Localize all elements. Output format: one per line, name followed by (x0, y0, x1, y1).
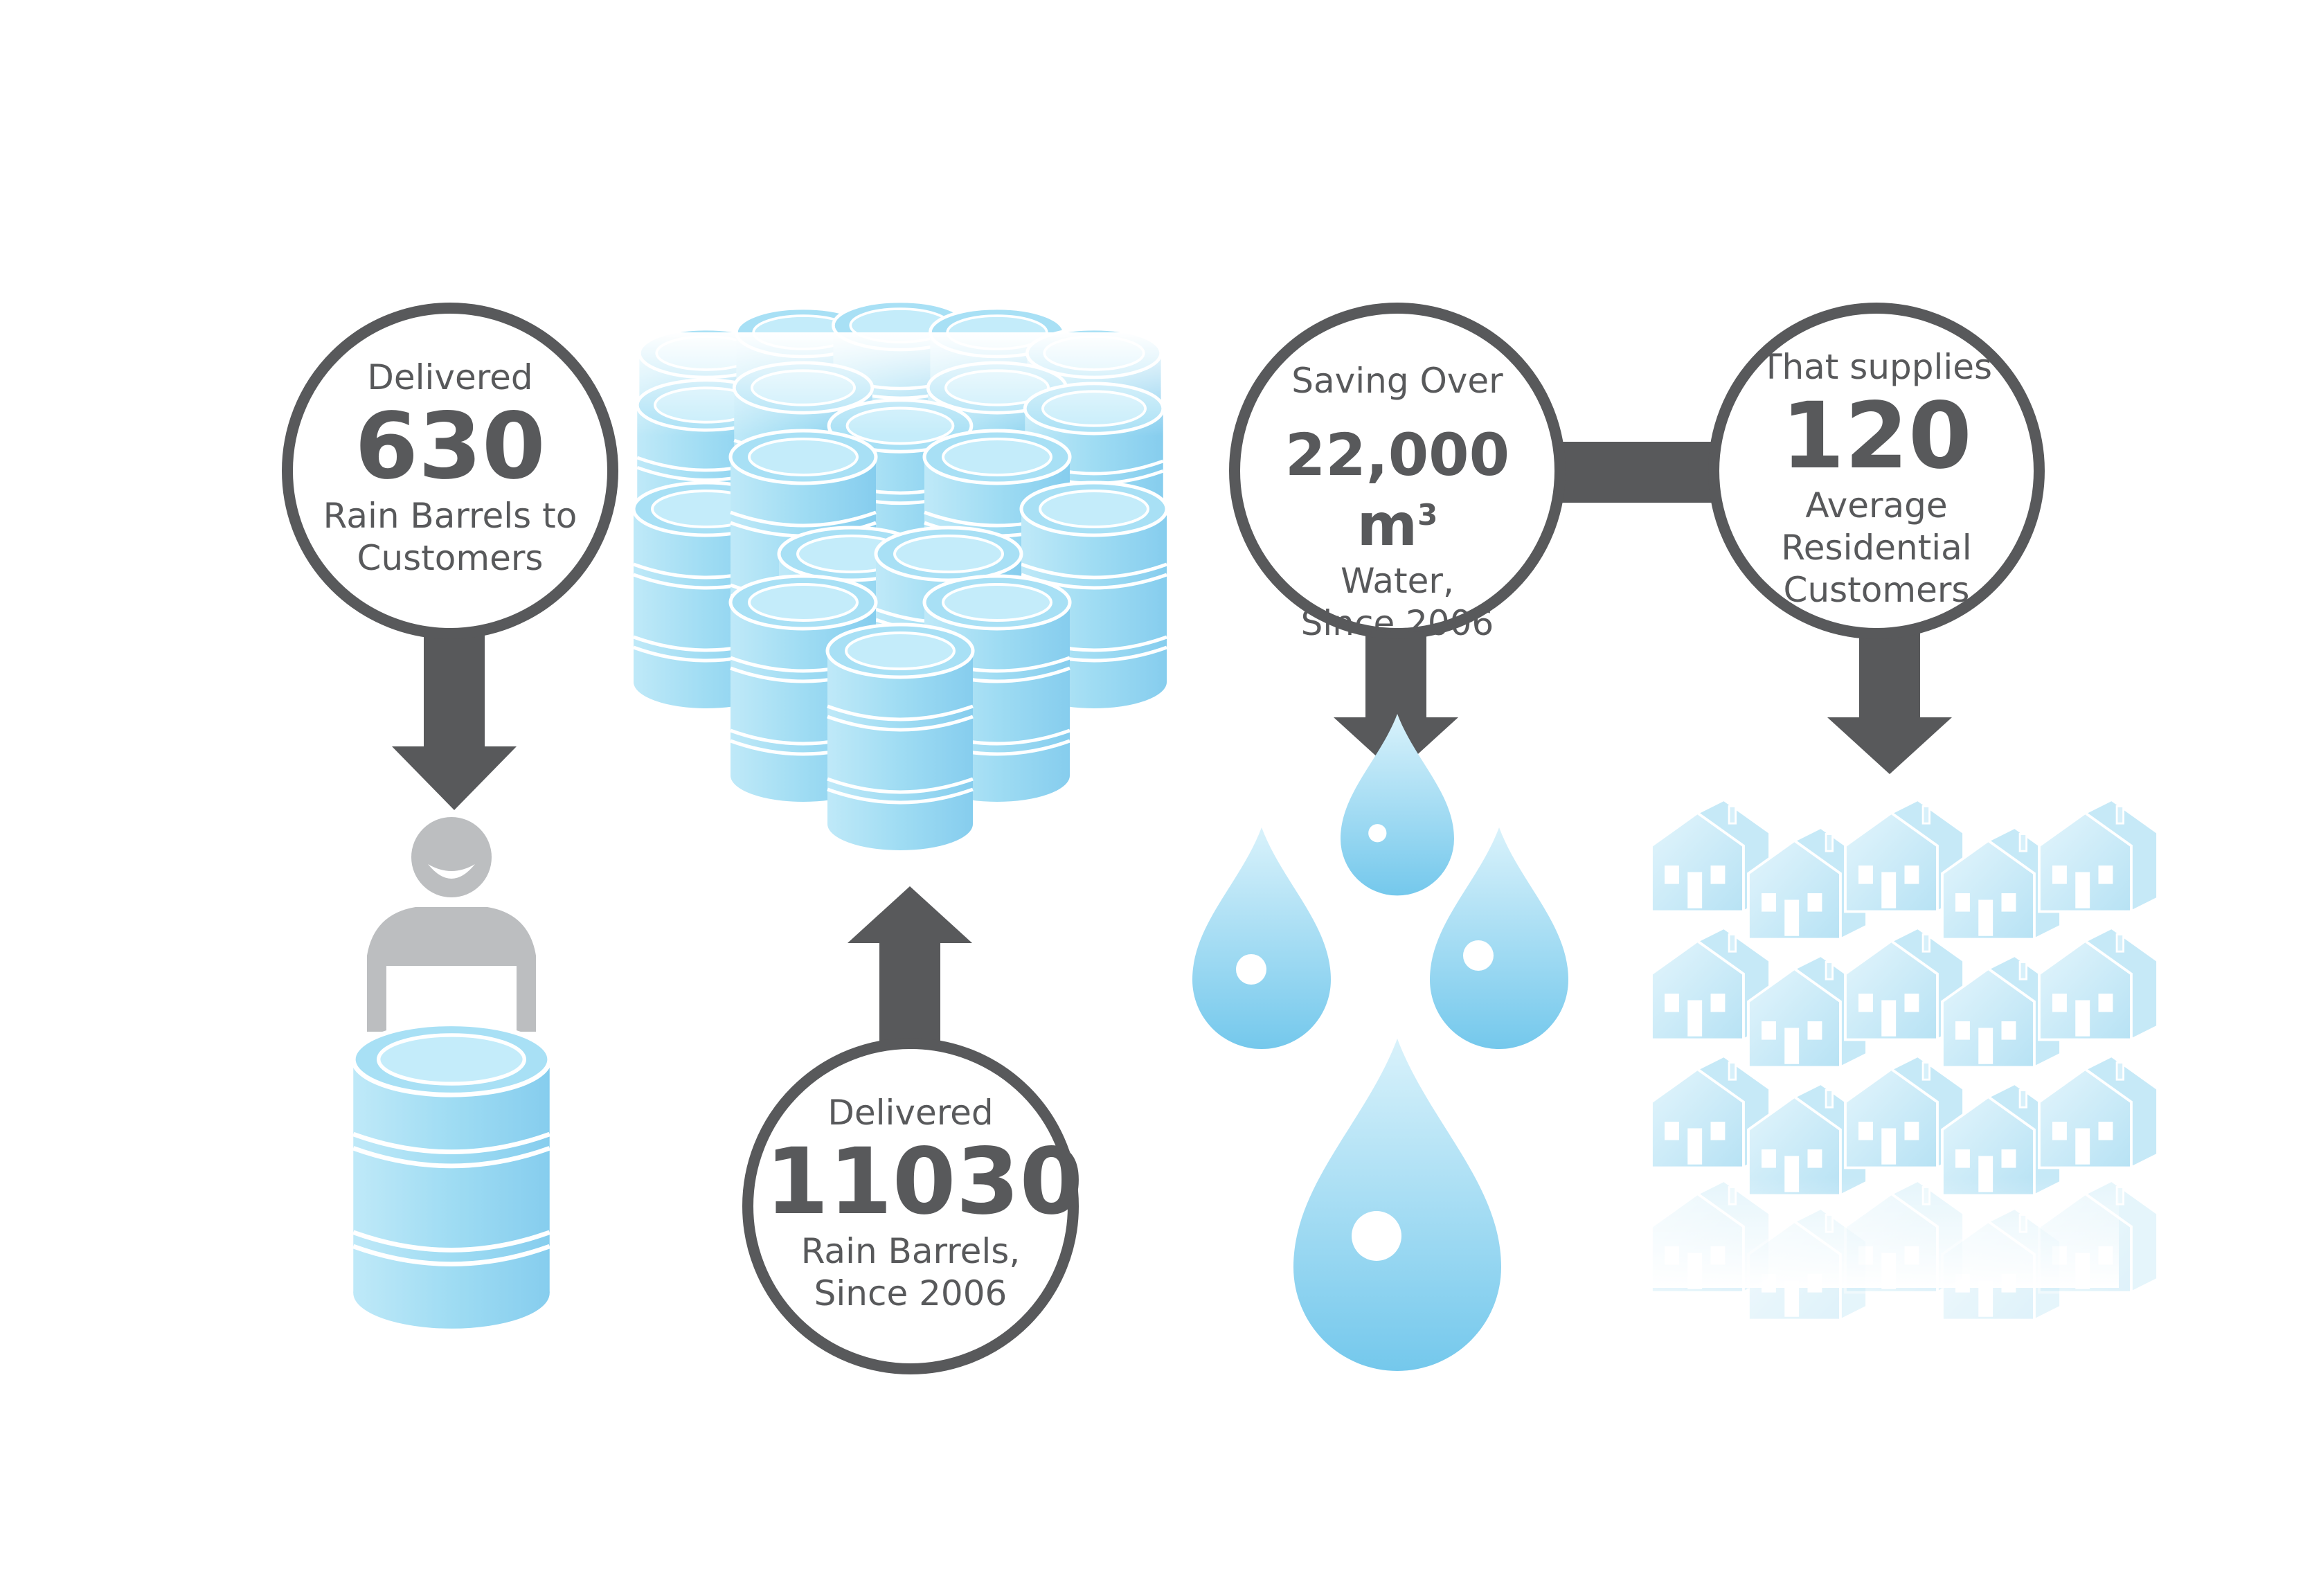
stat-saving-unit-superscript: 3 (1417, 497, 1438, 532)
stacked-barrel (827, 625, 973, 850)
stat-total-number: 11030 (765, 1129, 1084, 1235)
stat-circle-customers (282, 303, 618, 639)
stat-saving-value: 22,000 m (1284, 421, 1510, 559)
house (2038, 1055, 2159, 1169)
stat-total-desc-2: Since 2006 (814, 1273, 1007, 1313)
house (2038, 798, 2159, 913)
stat-saving: Saving Over 22,000 m3 Water, Since 2006 (1239, 360, 1555, 645)
water-drops-icon (1192, 714, 1568, 1371)
stat-customers: Delivered 630 Rain Barrels to Customers (312, 357, 589, 580)
stat-customers-desc-2: Customers (357, 537, 544, 578)
stat-supplies-desc-3: Customers (1783, 569, 1970, 610)
stat-customers-number: 630 (355, 393, 546, 500)
stat-total-label: Delivered (827, 1093, 994, 1133)
stat-circle-supplies (1708, 303, 2045, 639)
stat-total-desc-1: Rain Barrels, (800, 1230, 1021, 1271)
stat-customers-desc-1: Rain Barrels to (323, 495, 577, 536)
stat-saving-label: Saving Over (1291, 361, 1503, 401)
stat-customers-label: Delivered (367, 357, 533, 397)
stat-supplies-desc-1: Average (1805, 485, 1948, 526)
stat-supplies: That supplies 120 Average Residential Cu… (1731, 346, 2022, 611)
stat-supplies-number: 120 (1781, 383, 1972, 490)
stat-supplies-desc-2: Residential (1781, 527, 1972, 568)
person-with-barrel-icon (353, 817, 550, 1329)
stat-circle-total (742, 1038, 1079, 1374)
stat-saving-desc-2: Since 2006 (1300, 602, 1494, 643)
stat-saving-number: 22,000 m3 (1239, 420, 1555, 560)
stat-total: Delivered 11030 Rain Barrels, Since 2006 (765, 1092, 1084, 1315)
stat-supplies-label: That supplies (1760, 347, 1993, 387)
house (2038, 926, 2159, 1041)
stat-circle-saving (1229, 303, 1566, 639)
stat-saving-desc-1: Water, (1341, 560, 1454, 601)
